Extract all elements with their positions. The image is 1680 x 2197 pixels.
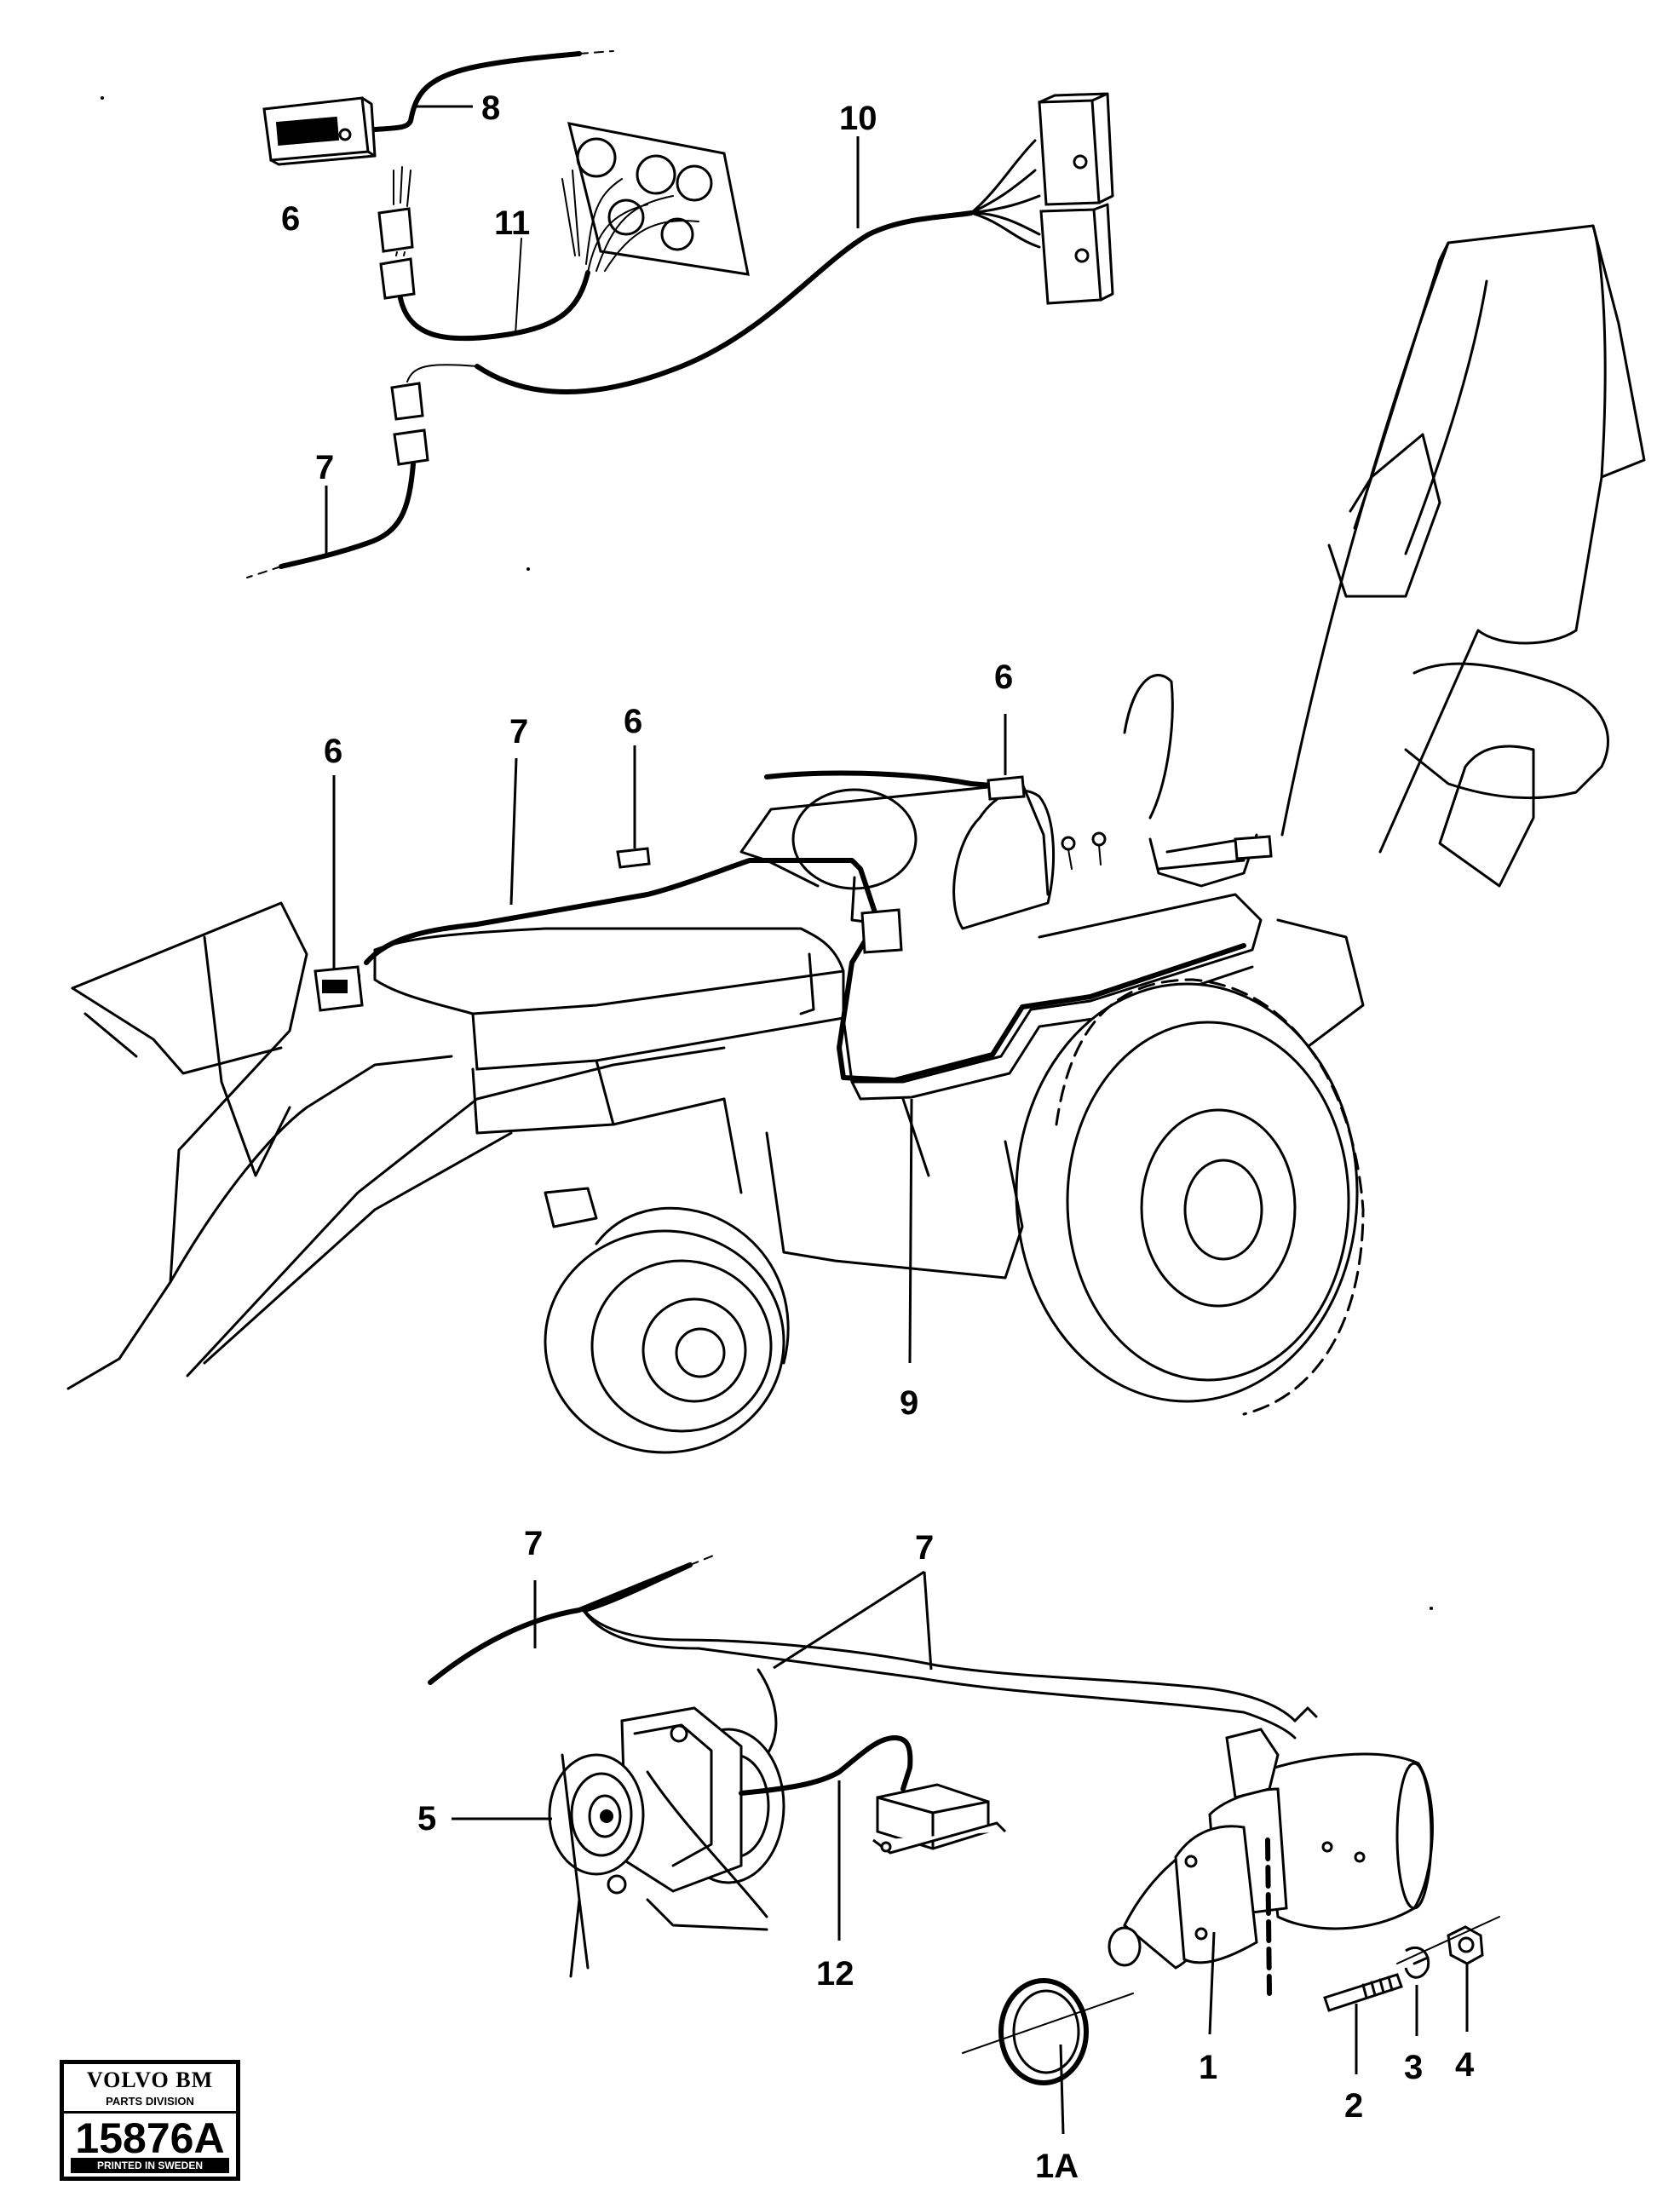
harness-12 — [739, 1735, 913, 1796]
steering-wheel — [791, 788, 918, 890]
connector-plugs-left — [377, 166, 416, 300]
harness-7-top — [279, 462, 416, 569]
connector-plugs-lower — [390, 364, 478, 466]
label-7-hood: 7 — [509, 713, 528, 751]
connector-blocks-right — [1038, 92, 1114, 305]
loader-bucket — [66, 901, 308, 1390]
harness-8 — [372, 51, 582, 132]
backhoe-bucket — [1404, 662, 1609, 800]
backhoe-boom — [1280, 224, 1607, 854]
harness-detail-top — [246, 50, 1114, 578]
harness-10 — [475, 210, 974, 394]
front-wheel — [544, 1206, 790, 1454]
relay-box — [872, 1783, 1007, 1855]
volvo-bm-parts-stamp: VOLVO BM PARTS DIVISION 15876A PRINTED I… — [60, 2060, 240, 2181]
operator-seat — [952, 789, 1056, 930]
label-8: 8 — [481, 89, 500, 127]
spring-washer — [1404, 1946, 1430, 1979]
instrument-panel-board — [561, 122, 750, 276]
marker-lamps — [314, 775, 1273, 1012]
o-ring — [962, 1978, 1134, 2085]
harness-11 — [398, 270, 590, 342]
rear-wheel — [1015, 978, 1365, 1416]
label-4: 4 — [1455, 2046, 1475, 2084]
label-9: 9 — [900, 1384, 918, 1422]
harness-7-lower — [428, 1562, 693, 1685]
part-number-labels: 8 10 6 11 7 6 7 6 6 9 7 7 5 12 1 2 3 4 1… — [281, 89, 1475, 2185]
label-7-top: 7 — [315, 449, 334, 486]
label-12: 12 — [816, 1955, 854, 1993]
label-3: 3 — [1404, 2049, 1423, 2086]
label-1: 1 — [1199, 2049, 1217, 2086]
starter-alternator-detail — [428, 1554, 1500, 2135]
label-2: 2 — [1344, 2087, 1363, 2125]
label-6-cab: 6 — [994, 659, 1013, 696]
label-1a: 1A — [1035, 2148, 1079, 2185]
label-10: 10 — [839, 100, 877, 137]
rear-guard-rail — [1148, 833, 1258, 888]
label-11: 11 — [494, 204, 530, 242]
label-6-hood: 6 — [624, 703, 642, 740]
stamp-origin: PRINTED IN SWEDEN — [71, 2158, 229, 2173]
stamp-drawing-number: 15876A — [75, 2114, 225, 2162]
label-7-lower-right: 7 — [915, 1529, 934, 1567]
switch-panel — [262, 96, 377, 166]
alternator — [548, 1706, 785, 1978]
label-6-top: 6 — [281, 200, 300, 238]
stamp-brand: VOLVO BM — [86, 2068, 214, 2092]
engine-hood — [373, 927, 845, 1071]
stamp-division: PARTS DIVISION — [64, 2095, 236, 2114]
label-6-loader-left: 6 — [324, 733, 342, 770]
harness-7-body — [364, 858, 880, 965]
label-7-lower-left: 7 — [524, 1525, 543, 1562]
loader-arm — [186, 1046, 726, 1377]
harness-9-body — [837, 917, 1246, 1083]
stud-bolt — [1323, 1973, 1403, 2012]
backhoe-loader-illustration — [66, 224, 1646, 1454]
label-5: 5 — [417, 1800, 436, 1838]
